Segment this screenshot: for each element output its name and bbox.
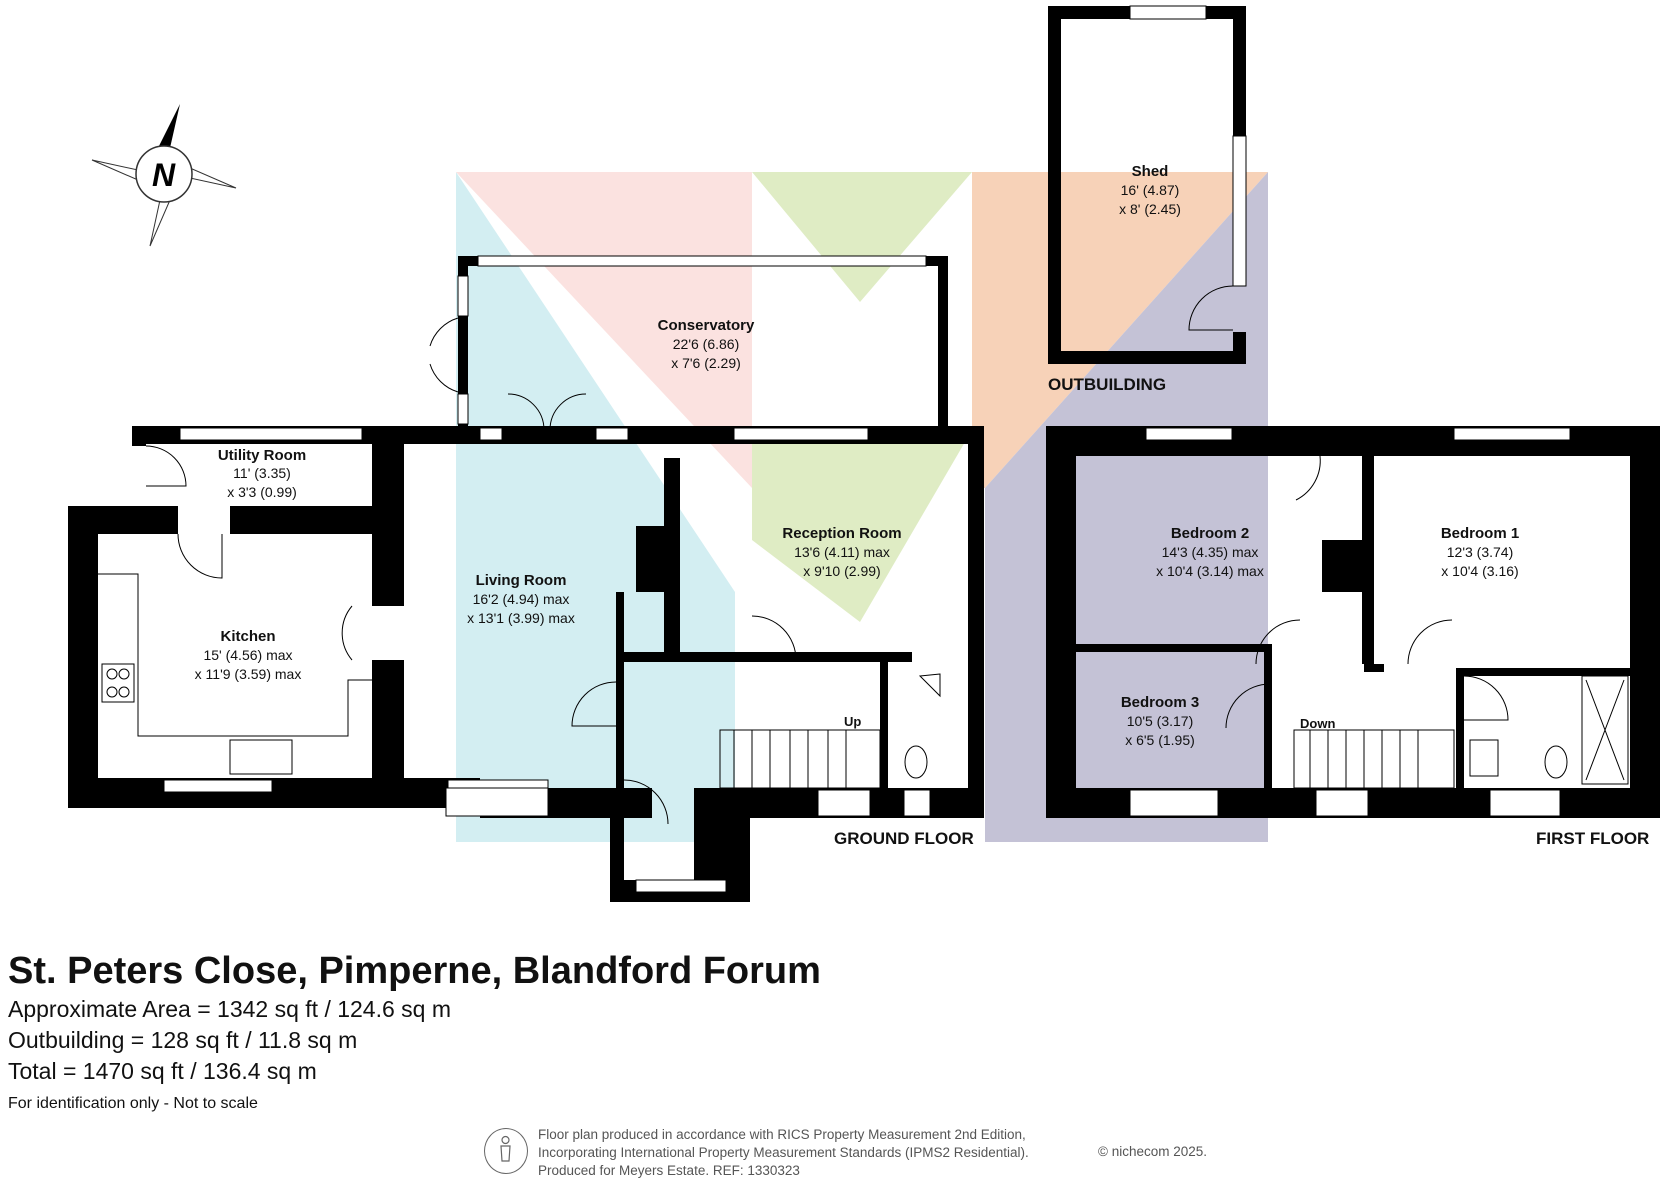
room-name: Shed bbox=[1132, 163, 1169, 180]
bg-blue bbox=[456, 172, 735, 842]
footer: Floor plan produced in accordance with R… bbox=[484, 1126, 1244, 1180]
property-title: St. Peters Close, Pimperne, Blandford Fo… bbox=[8, 950, 821, 992]
property-info: St. Peters Close, Pimperne, Blandford Fo… bbox=[8, 948, 1208, 1113]
room-utility-label: Utility Room 11' (3.35) x 3'3 (0.99) bbox=[218, 447, 306, 500]
footer-line-2: Incorporating International Property Mea… bbox=[538, 1145, 1029, 1160]
room-kitchen-label: Kitchen 15' (4.56) max x 11'9 (3.59) max bbox=[195, 628, 302, 682]
bg-green-lower bbox=[752, 430, 972, 622]
room-dimension: x 9'10 (2.99) bbox=[803, 563, 880, 579]
room-dimension: 22'6 (6.86) bbox=[673, 336, 740, 352]
total-area: Total = 1470 sq ft / 136.4 sq m bbox=[8, 1058, 317, 1084]
first-floor-structure bbox=[1046, 426, 1660, 818]
room-name: Conservatory bbox=[658, 317, 755, 334]
room-dimension: x 7'6 (2.29) bbox=[671, 355, 741, 371]
compass-letter: N bbox=[152, 157, 176, 193]
stairs-down-label: Down bbox=[1300, 716, 1335, 731]
room-name: Utility Room bbox=[218, 447, 306, 464]
room-dimension: x 10'4 (3.16) bbox=[1441, 563, 1518, 579]
stairs-up-label: Up bbox=[844, 714, 861, 729]
footer-copyright: © nichecom 2025. bbox=[1098, 1144, 1208, 1159]
room-dimension: 15' (4.56) max bbox=[203, 647, 292, 663]
room-dimension: x 13'1 (3.99) max bbox=[467, 610, 575, 626]
compass-icon: N bbox=[91, 104, 237, 247]
room-living-label: Living Room 16'2 (4.94) max x 13'1 (3.99… bbox=[467, 572, 575, 626]
person-logo-icon bbox=[484, 1128, 528, 1174]
bg-orange bbox=[972, 172, 1268, 488]
room-name: Reception Room bbox=[782, 525, 901, 542]
room-name: Living Room bbox=[476, 572, 567, 589]
room-bedroom1-label: Bedroom 1 12'3 (3.74) x 10'4 (3.16) bbox=[1441, 525, 1519, 579]
ground-floor-structure bbox=[68, 393, 984, 902]
room-name: Kitchen bbox=[220, 628, 275, 645]
room-bedroom3-label: Bedroom 3 10'5 (3.17) x 6'5 (1.95) bbox=[1121, 694, 1199, 748]
ground-floor-label: GROUND FLOOR bbox=[834, 829, 974, 848]
room-name: Bedroom 2 bbox=[1171, 525, 1249, 542]
room-dimension: 14'3 (4.35) max bbox=[1162, 544, 1259, 560]
room-reception-label: Reception Room 13'6 (4.11) max x 9'10 (2… bbox=[782, 525, 901, 579]
room-dimension: 11' (3.35) bbox=[233, 465, 291, 481]
bg-green bbox=[752, 172, 972, 302]
footer-line-1: Floor plan produced in accordance with R… bbox=[538, 1127, 1026, 1142]
room-dimension: 16' (4.87) bbox=[1121, 182, 1180, 198]
disclaimer-note: For identification only - Not to scale bbox=[8, 1095, 258, 1112]
footer-text: Floor plan produced in accordance with R… bbox=[538, 1126, 1029, 1180]
outbuilding-label: OUTBUILDING bbox=[1048, 375, 1166, 394]
shed-structure bbox=[1048, 5, 1247, 364]
room-dimension: 16'2 (4.94) max bbox=[473, 591, 570, 607]
first-floor-label: FIRST FLOOR bbox=[1536, 829, 1649, 848]
room-bedroom2-label: Bedroom 2 14'3 (4.35) max x 10'4 (3.14) … bbox=[1156, 525, 1264, 579]
room-dimension: 13'6 (4.11) max bbox=[794, 544, 890, 560]
decorative-background bbox=[456, 172, 1268, 842]
room-name: Bedroom 1 bbox=[1441, 525, 1519, 542]
room-dimension: x 6'5 (1.95) bbox=[1125, 732, 1195, 748]
room-dimension: x 3'3 (0.99) bbox=[227, 484, 297, 500]
room-name: Bedroom 3 bbox=[1121, 694, 1199, 711]
room-dimension: x 11'9 (3.59) max bbox=[195, 666, 302, 682]
room-dimension: 12'3 (3.74) bbox=[1447, 544, 1514, 560]
room-shed-label: Shed 16' (4.87) x 8' (2.45) bbox=[1119, 163, 1181, 217]
room-dimension: x 10'4 (3.14) max bbox=[1156, 563, 1264, 579]
room-conservatory-label: Conservatory 22'6 (6.86) x 7'6 (2.29) bbox=[658, 317, 755, 371]
outbuilding-area: Outbuilding = 128 sq ft / 11.8 sq m bbox=[8, 1027, 358, 1053]
bg-pink bbox=[456, 172, 752, 488]
room-dimension: 10'5 (3.17) bbox=[1127, 713, 1194, 729]
approximate-area: Approximate Area = 1342 sq ft / 124.6 sq… bbox=[8, 996, 452, 1022]
footer-line-3: Produced for Meyers Estate. REF: 1330323 bbox=[538, 1163, 800, 1178]
conservatory-structure bbox=[429, 255, 948, 430]
room-dimension: x 8' (2.45) bbox=[1119, 201, 1181, 217]
